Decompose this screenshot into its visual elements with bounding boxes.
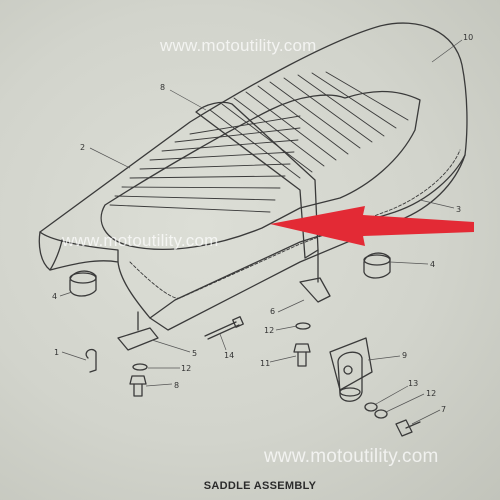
bolt-10 [395, 419, 413, 437]
part-label-14: 14 [224, 351, 234, 360]
part-label-4: 4 [52, 292, 57, 301]
bolt-8 [129, 375, 147, 385]
bracket-right [299, 277, 331, 303]
part-label-5: 5 [192, 349, 197, 358]
part-label-11: 11 [260, 359, 270, 368]
long-bolt [204, 321, 237, 337]
part-label-6: 6 [270, 307, 275, 316]
washer [132, 363, 148, 371]
part-label-12: 12 [181, 364, 191, 373]
watermark-bottom: www.motoutility.com [264, 446, 439, 467]
seat-cushion-panel [100, 90, 421, 251]
part-label-12: 12 [426, 389, 436, 398]
red-arrow-icon [270, 206, 474, 246]
part-label-13: 13 [408, 379, 418, 388]
part-label-10: 7 [441, 405, 446, 414]
seat-pleats [109, 71, 409, 213]
part-label-12: 12 [264, 326, 274, 335]
diagram-title: SADDLE ASSEMBLY [203, 480, 317, 492]
seat-outline [38, 22, 468, 319]
part-label-7: 10 [463, 33, 473, 42]
watermark-top: www.motoutility.com [160, 36, 317, 55]
part-label-4: 4 [430, 260, 435, 269]
seat-lock [329, 337, 373, 402]
part-label-2: 2 [80, 143, 85, 152]
bracket-left [117, 327, 159, 351]
part-label-1: 1 [54, 348, 59, 357]
part-label-8: 8 [160, 83, 165, 92]
washer [295, 322, 311, 330]
part-label-9: 9 [402, 351, 407, 360]
part-label-8: 8 [174, 381, 179, 390]
seat-front-skirt [39, 231, 119, 263]
washer [374, 409, 388, 419]
part-label-3: 3 [456, 205, 461, 214]
watermark-middle: www.motoutility.com [62, 231, 219, 250]
bumper-right [363, 252, 391, 279]
clip [85, 348, 97, 373]
bumper-left [69, 270, 97, 297]
bolt-11 [293, 343, 311, 353]
circlip [364, 402, 378, 412]
